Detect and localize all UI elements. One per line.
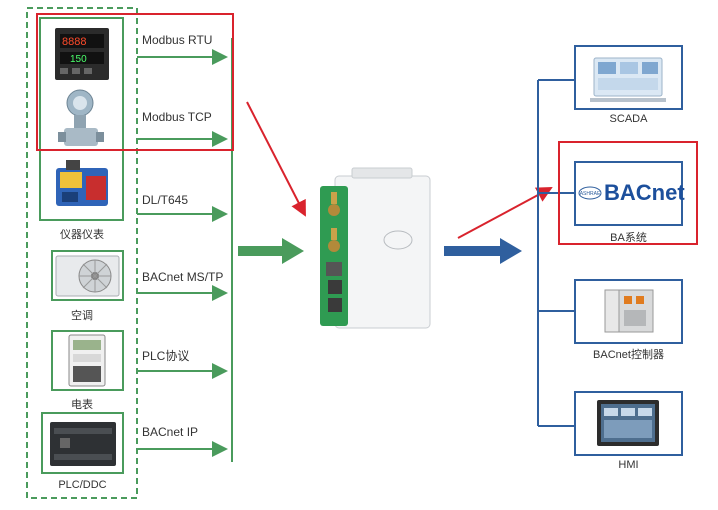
from-gateway-arrow [444, 238, 522, 264]
system-bus [537, 79, 575, 427]
hmi-label: HMI [618, 459, 639, 471]
scada-image [590, 57, 666, 102]
bacnet-controller-label: BACnet控制器 [593, 349, 664, 361]
device-group-dashed-border [26, 7, 138, 499]
scada-label: SCADA [609, 113, 648, 125]
hmi-image [597, 400, 659, 446]
modbus-highlight-box [36, 13, 234, 151]
temperature-controller-image: 8888 150 [55, 28, 109, 80]
bacnet-logo-text: BACnet [604, 180, 685, 205]
svg-text:8888: 8888 [62, 36, 86, 48]
protocol-plc: PLC协议 [142, 349, 190, 363]
protocol-bacnet-mstp: BACnet MS/TP [142, 270, 224, 284]
instruments-label: 仪器仪表 [60, 229, 104, 241]
to-gateway-arrow [238, 238, 304, 264]
bacnet-controller-image [604, 289, 654, 333]
svg-text:150: 150 [70, 54, 87, 65]
meter-label: 电表 [71, 399, 93, 411]
red-arrow-to-gateway [246, 101, 306, 217]
bacnet-logo: ASHRAE BACnet [578, 180, 685, 205]
device-arrows [137, 49, 228, 457]
red-arrow-to-ba [457, 187, 553, 239]
plc-label: PLC/DDC [58, 479, 107, 491]
aircon-label: 空调 [71, 310, 93, 322]
ba-label: BA系统 [610, 232, 647, 244]
ashrae-badge-text: ASHRAE [580, 191, 601, 197]
aircon-image [55, 255, 120, 297]
meter-box [51, 330, 124, 391]
meter-image [68, 334, 106, 387]
plc-box [41, 412, 124, 474]
plc-image [50, 422, 116, 466]
aircon-box [51, 250, 124, 301]
protocol-dlt645: DL/T645 [142, 193, 189, 207]
instrument-image [56, 160, 108, 206]
protocol-modbus-tcp: Modbus TCP [142, 110, 212, 124]
protocol-bacnet-ip: BACnet IP [142, 425, 199, 439]
pressure-transmitter-image [58, 89, 104, 146]
instruments-box [39, 17, 124, 221]
protocol-modbus-rtu: Modbus RTU [142, 33, 213, 47]
ba-highlight-box [558, 141, 698, 245]
gateway-device-image [320, 167, 431, 329]
